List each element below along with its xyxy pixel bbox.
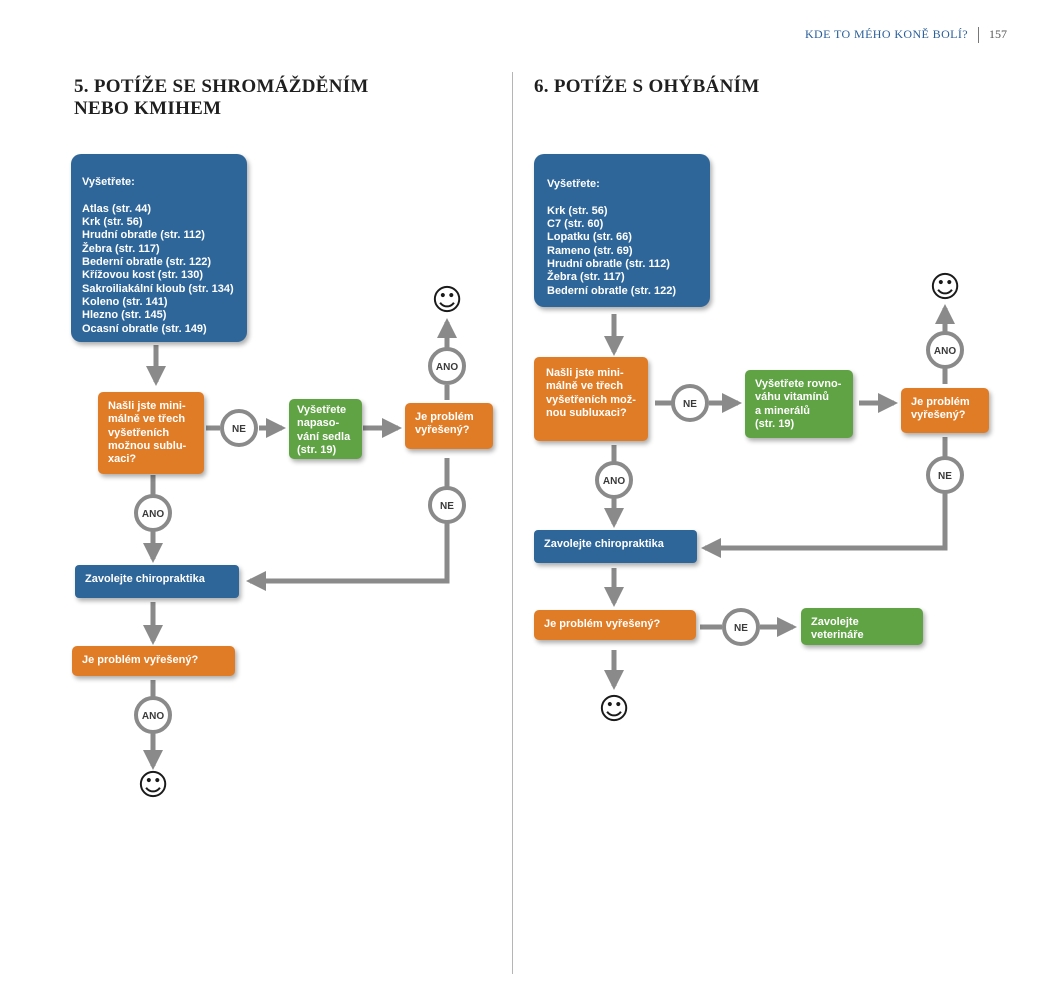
right-examine-item: Krk (str. 56) [547,204,608,217]
decision-label-r-ne-3: NE [734,623,748,634]
left-examine-item: Bederní obratle (str. 122) [82,256,211,269]
left-check-saddle-box: Vyšetřete napaso- vání sedla (str. 19) [289,399,362,459]
decision-label-l-ne-1: NE [232,424,246,435]
left-examine-title: Vyšetřete: [82,176,135,189]
right-call-chiro-box: Zavolejte chiropraktika [534,530,697,563]
left-examine-box: Vyšetřete: Atlas (str. 44)Krk (str. 56)H… [71,154,247,342]
decision-label-r-ano-2: ANO [603,476,625,487]
connector-r-ne-to-chiro [701,493,948,558]
right-examine-title: Vyšetřete: [547,178,600,191]
right-section-title: 6. POTÍŽE S OHÝBÁNÍM [534,76,760,97]
left-examine-item: Hlezno (str. 145) [82,309,167,322]
right-check-vitamins-box: Vyšetřete rovno- váhu vitamínů a minerál… [745,370,853,438]
right-examine-item: Hrudní obratle (str. 112) [547,258,670,271]
right-call-vet-box: Zavolejte veterináře [801,608,923,645]
decision-label-r-ano-1: ANO [934,346,956,357]
right-examine-item: Žebra (str. 117) [547,271,625,284]
left-examine-list: Atlas (str. 44)Krk (str. 56)Hrudní obrat… [82,203,236,336]
left-solved-box-2: Je problém vyřešený? [72,646,235,676]
decision-label-r-ne-2: NE [938,471,952,482]
decision-label-l-ano-1: ANO [436,362,458,373]
smiley-icon: ☺ [431,283,463,318]
decision-label-l-ne-2: NE [440,501,454,512]
running-header: KDE TO MÉHO KONĚ BOLÍ? 157 [804,27,1007,44]
running-header-title: KDE TO MÉHO KONĚ BOLÍ? [804,27,968,41]
header-separator [978,27,979,44]
right-solved-box-1: Je problém vyřešený? [901,388,989,433]
left-examine-item: Atlas (str. 44) [82,202,152,215]
right-solved-box-2: Je problém vyřešený? [534,610,696,640]
left-examine-item: Sakroiliakální kloub (str. 134) [82,282,234,295]
smiley-icon: ☺ [598,692,630,727]
left-section-title: 5. POTÍŽE SE SHROMÁŽDĚNÍM NEBO KMIHEM [74,76,369,119]
left-examine-item: Koleno (str. 141) [82,295,168,308]
right-examine-item: Lopatku (str. 66) [547,231,632,244]
left-examine-item: Žebra (str. 117) [82,242,160,255]
left-examine-item: Křížovou kost (str. 130) [82,269,204,282]
right-examine-item: Rameno (str. 69) [547,244,633,257]
right-question-box: Našli jste mini- málně ve třech vyšetřen… [534,357,648,441]
right-examine-list: Krk (str. 56)C7 (str. 60)Lopatku (str. 6… [547,205,697,298]
left-examine-item: Krk (str. 56) [82,216,143,229]
left-question-box: Našli jste mini- málně ve třech vyšetřen… [98,392,204,474]
right-examine-box: Vyšetřete: Krk (str. 56)C7 (str. 60)Lopa… [534,154,710,307]
decision-label-r-ne-1: NE [683,399,697,410]
right-examine-item: C7 (str. 60) [547,218,604,231]
left-examine-item: Hrudní obratle (str. 112) [82,229,205,242]
connector-l-ne-to-chiro [246,522,450,591]
smiley-icon: ☺ [929,270,961,305]
decision-label-l-ano-3: ANO [142,711,164,722]
column-divider [512,72,513,974]
left-examine-item: Ocasní obratle (str. 149) [82,322,207,335]
page-number: 157 [989,27,1007,41]
smiley-icon: ☺ [137,768,169,803]
decision-label-l-ano-2: ANO [142,509,164,520]
left-call-chiro-box: Zavolejte chiropraktika [75,565,239,598]
left-solved-box-1: Je problém vyřešený? [405,403,493,449]
right-examine-item: Bederní obratle (str. 122) [547,284,676,297]
